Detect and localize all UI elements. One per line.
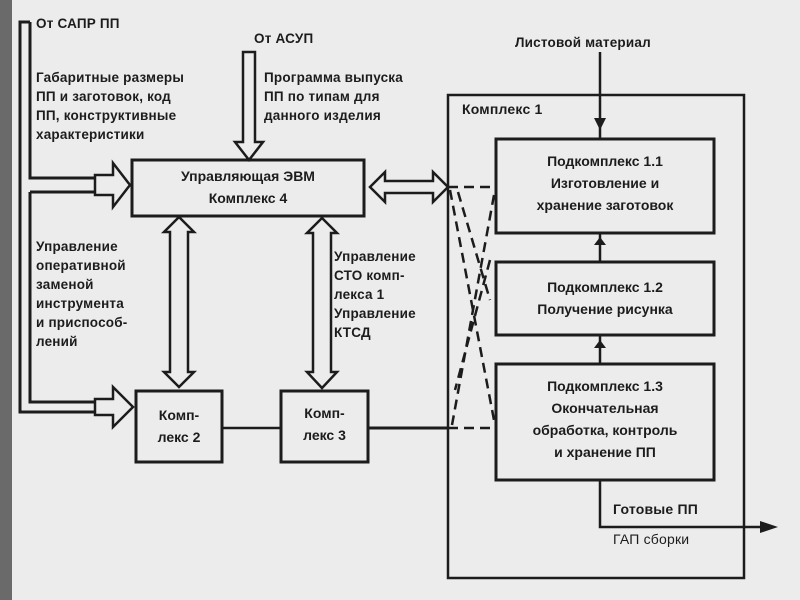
source-sheet-material: Листовой материал (515, 35, 651, 50)
note-sapr-data: Габаритные размеры ПП и заготовок, код П… (36, 70, 185, 142)
arrow-computer-complex2 (160, 215, 198, 389)
sub1-2-label: Подкомплекс 1.2 Получение рисунка (537, 279, 673, 317)
sapr-line-outer (18, 20, 120, 414)
complex1-title: Комплекс 1 (462, 101, 543, 117)
sub1-3-label: Подкомплекс 1.3 Окончательная обработка,… (532, 378, 678, 460)
source-asup: От АСУП (254, 31, 314, 46)
arrow-output (760, 521, 778, 533)
sapr-line-to-complex2 (28, 192, 120, 404)
scan-edge-strip (0, 0, 12, 600)
output-finished-pcb: Готовые ПП (613, 501, 699, 517)
arrow-sapr-to-computer (93, 159, 132, 211)
note-asup-data: Программа выпуска ПП по типам для данног… (264, 70, 403, 123)
complex2-box (134, 389, 224, 464)
complex2-label: Комп- лекс 2 (157, 407, 201, 445)
note-sto-control: Управление СТО комп- лекса 1 Управление … (334, 249, 416, 340)
sub1-2-box (494, 260, 716, 337)
arrow-asup-to-computer (232, 50, 266, 163)
complex3-label: Комп- лекс 3 (303, 405, 346, 443)
source-sapr: От САПР ПП (36, 16, 120, 31)
computer-box (130, 158, 366, 218)
arrow-computer-complex1 (368, 168, 450, 206)
arrow-sheet-material (594, 118, 606, 130)
computer-block-label: Управляющая ЭВМ Комплекс 4 (181, 168, 315, 206)
sapr-line-inner (28, 22, 120, 180)
output-assembly: ГАП сборки (613, 531, 690, 547)
note-tool-control: Управление оперативной заменой инструмен… (36, 239, 128, 349)
sub1-1-label: Подкомплекс 1.1 Изготовление и хранение … (536, 153, 674, 213)
arrow-computer-complex3 (303, 216, 341, 390)
sub1-1-box (494, 137, 716, 235)
complex1-box (446, 93, 746, 580)
arrow-to-complex2 (93, 383, 135, 431)
sub1-3-box (494, 362, 716, 482)
